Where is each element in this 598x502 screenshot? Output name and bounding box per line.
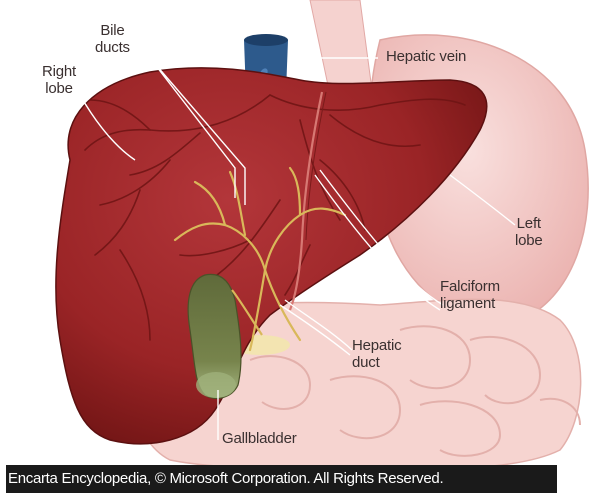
label-right-lobe: Right lobe bbox=[42, 63, 76, 97]
label-gallbladder: Gallbladder bbox=[222, 430, 297, 447]
label-hepatic-vein: Hepatic vein bbox=[386, 48, 466, 65]
esophagus-shape bbox=[310, 0, 372, 95]
copyright-caption: Encarta Encyclopedia, © Microsoft Corpor… bbox=[6, 465, 557, 493]
label-hepatic-duct: Hepatic duct bbox=[352, 337, 401, 371]
label-bile-ducts: Bile ducts bbox=[95, 22, 130, 56]
label-left-lobe: Left lobe bbox=[515, 215, 543, 249]
label-falciform-ligament: Falciform ligament bbox=[440, 278, 500, 312]
